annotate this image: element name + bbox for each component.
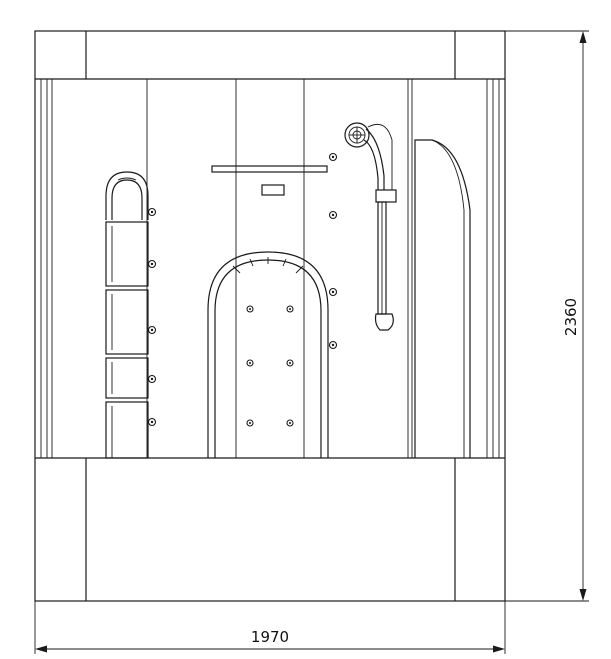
jet: [246, 305, 254, 313]
jet: [147, 325, 157, 335]
jet: [328, 340, 338, 350]
right-jets: [328, 152, 338, 350]
backrest-cushions: [105, 171, 149, 459]
jet: [286, 359, 294, 367]
jet: [147, 374, 157, 384]
height-dimension: 2360: [505, 30, 589, 602]
hand-shower: [344, 122, 397, 331]
jet: [286, 305, 294, 313]
jet: [286, 419, 294, 427]
width-label: 1970: [251, 628, 289, 646]
left-jets: [147, 207, 157, 427]
height-label: 2360: [562, 298, 580, 336]
jet: [147, 259, 157, 269]
jet: [246, 419, 254, 427]
jet: [246, 359, 254, 367]
jet: [328, 152, 338, 162]
jet: [147, 207, 157, 217]
overhead-shower: [211, 165, 328, 173]
curved-door: [414, 139, 471, 458]
jet: [328, 287, 338, 297]
center-jets: [246, 305, 294, 427]
jet: [328, 210, 338, 220]
jet: [147, 417, 157, 427]
wall-panels: [40, 79, 500, 458]
arched-massage-panel: [207, 251, 329, 458]
width-dimension: 1970: [34, 601, 506, 654]
control-panel: [261, 184, 285, 196]
